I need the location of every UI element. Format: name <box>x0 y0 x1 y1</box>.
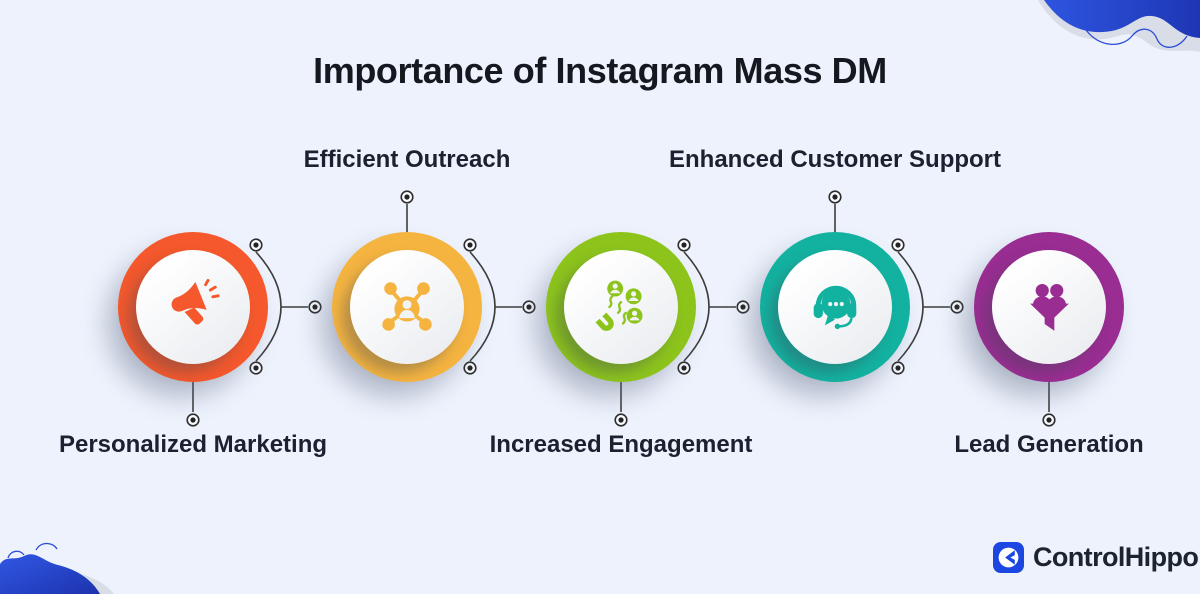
network-icon <box>376 276 438 338</box>
brand-logo: ControlHippo <box>993 542 1199 573</box>
label-increased-engagement: Increased Engagement <box>489 431 753 458</box>
stem-item-5 <box>1042 382 1056 427</box>
label-personalized-marketing: Personalized Marketing <box>58 431 328 458</box>
stem-item-4 <box>828 190 842 233</box>
decor-blob-top-right <box>1038 0 1200 52</box>
magnet-audience-icon <box>590 276 652 338</box>
connector-3-4 <box>677 238 750 375</box>
decor-blob-bottom-left <box>0 542 114 594</box>
stem-item-3 <box>614 382 628 427</box>
megaphone-icon <box>162 276 224 338</box>
connector-1-2 <box>249 238 322 375</box>
circle-lead-generation <box>974 232 1124 382</box>
label-lead-generation: Lead Generation <box>954 431 1144 458</box>
connector-2-3 <box>463 238 536 375</box>
brand-name: ControlHippo <box>1033 542 1199 572</box>
stem-item-1 <box>186 382 200 427</box>
circle-enhanced-customer-support <box>760 232 910 382</box>
headset-chat-icon <box>804 276 866 338</box>
stem-item-2 <box>400 190 414 233</box>
label-efficient-outreach: Efficient Outreach <box>303 146 511 173</box>
page-title: Importance of Instagram Mass DM <box>313 50 887 92</box>
connector-4-5 <box>891 238 964 375</box>
controlhippo-icon <box>993 542 1024 573</box>
people-funnel-icon <box>1018 276 1080 338</box>
circle-efficient-outreach <box>332 232 482 382</box>
circle-increased-engagement <box>546 232 696 382</box>
label-enhanced-customer-support: Enhanced Customer Support <box>668 146 1002 173</box>
circle-personalized-marketing <box>118 232 268 382</box>
